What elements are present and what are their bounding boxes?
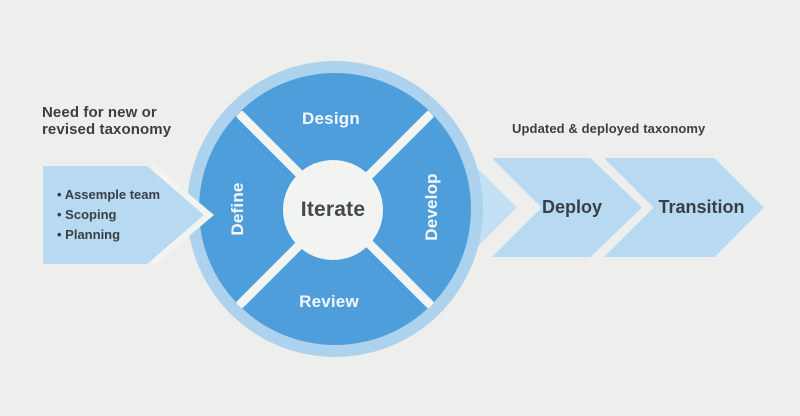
input-bullet-list: Assemple team Scoping Planning	[57, 185, 160, 245]
bullet-item: Planning	[57, 225, 160, 245]
quadrant-label-review: Review	[299, 292, 359, 311]
quadrant-label-define: Define	[228, 182, 247, 236]
left-heading: Need for new or revised taxonomy	[42, 104, 172, 139]
iterate-hub: Iterate	[283, 160, 383, 260]
quadrant-label-design: Design	[302, 109, 360, 128]
input-arrow: Assemple team Scoping Planning	[43, 166, 204, 264]
bullet-item: Assemple team	[57, 185, 160, 205]
right-heading: Updated & deployed taxonomy	[512, 121, 706, 136]
bullet-item: Scoping	[57, 205, 160, 225]
quadrant-label-develop: Develop	[422, 173, 441, 241]
iteration-wheel: Design Develop Review Define Iterate	[187, 61, 483, 357]
